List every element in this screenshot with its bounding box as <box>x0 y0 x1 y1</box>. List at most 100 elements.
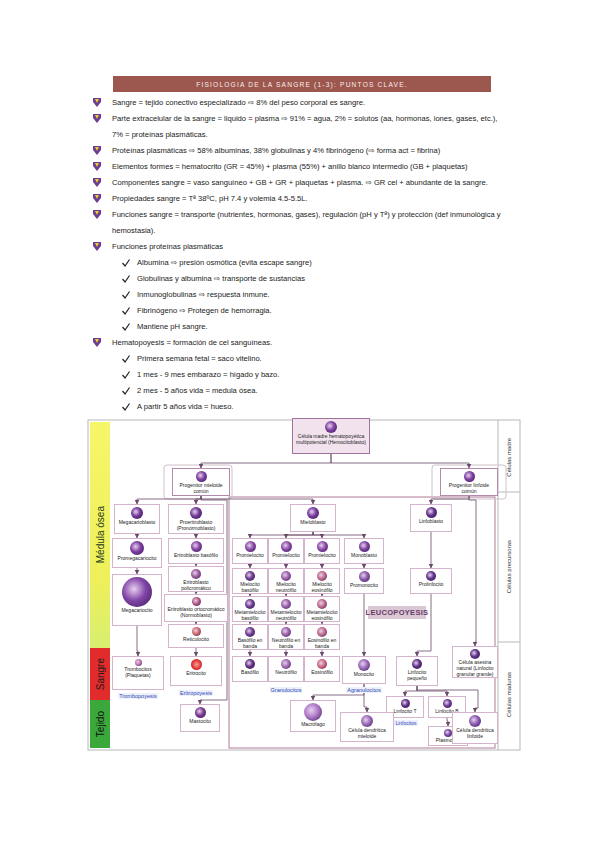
connector <box>196 496 201 504</box>
connector <box>447 718 448 726</box>
cell-label: Eosinófilo <box>311 670 333 676</box>
row-label: Células maduras <box>498 642 520 748</box>
cell-label: Basófilo en banda <box>234 638 266 650</box>
cell-icon <box>192 627 201 636</box>
sub-bullet-text: Fibrinógeno ⇨ Protegen de hemorragia. <box>137 306 272 315</box>
cell-icon <box>358 659 370 671</box>
cell-icon <box>130 541 144 555</box>
check-mark <box>123 356 130 363</box>
row-label-text: Células madre <box>506 438 512 477</box>
cell-icon <box>307 507 319 519</box>
bullet-icon <box>92 177 102 188</box>
check-icon <box>121 258 131 268</box>
group-label-text: Agranulocitos <box>346 687 381 693</box>
cell-box: Mielocito neutrófilo <box>268 568 304 594</box>
tissue-band: Sangre <box>90 648 110 700</box>
cell-box: Célula dendrítica mieloide <box>340 712 394 742</box>
cell-box: Célula dendrítica linfoide <box>452 712 498 744</box>
bullet-arrow <box>93 178 101 187</box>
sub-bullet-row: 1 mes - 9 mes embarazo = hígado y bazo. <box>88 367 505 383</box>
group-label: Eritropoyesis <box>168 689 224 696</box>
tissue-band: Tejido <box>90 700 110 748</box>
title-text: FISIOLOGIA DE LA SANGRE (1-3): PUNTOS CL… <box>196 81 408 88</box>
cell-icon <box>281 659 291 669</box>
bullet-text: Hematopoyesis = formación de cel sanguín… <box>112 338 272 347</box>
cell-icon <box>191 659 202 670</box>
cell-icon <box>281 599 291 609</box>
cell-label: Prolinfocito <box>419 582 444 588</box>
group-frame <box>164 465 232 499</box>
cell-label: Mielocito basófilo <box>234 582 266 594</box>
bullet-flash <box>95 99 99 103</box>
bullet-list: Sangre = tejido conectivo especializado … <box>88 95 505 415</box>
bullet-text: Elementos formes = hematocrito (GR = 45%… <box>112 162 468 171</box>
check-mark <box>123 324 130 331</box>
cell-label: Proeritroblasto (Pronormoblasto) <box>170 520 222 532</box>
cell-label: Progenitor mieloide común <box>174 483 228 495</box>
cell-label: Linfocito pequeño <box>398 670 436 682</box>
cell-label: Eritrocito <box>186 671 206 677</box>
cell-label: Eritroblasto basófilo <box>174 553 218 559</box>
cell-label: Célula madre hematopoyética multipotenci… <box>294 434 368 446</box>
cell-label: Mielocito eosinófilo <box>306 582 338 594</box>
sub-bullet-row: Primera semana fetal = saco vitelino. <box>88 351 505 367</box>
bullet-arrow <box>93 242 101 251</box>
cell-box: Eritrocito <box>170 656 222 686</box>
cell-icon <box>469 715 481 727</box>
sub-bullet-text: Inmunoglobulinas ⇨ respuesta inmune. <box>137 290 270 299</box>
bullet-text: Parte extracelular de la sangre = liquid… <box>112 114 497 139</box>
cell-label: Reticulocito <box>183 637 209 643</box>
cell-icon <box>426 571 436 581</box>
bullet-row: Hematopoyesis = formación de cel sanguín… <box>88 335 505 351</box>
cell-box: Linfoblasto <box>410 504 452 532</box>
group-label: Linfocitos <box>386 719 426 726</box>
bullet-flash <box>95 243 99 247</box>
cell-icon <box>195 707 206 718</box>
cell-icon <box>317 627 327 637</box>
bullet-flash <box>95 339 99 343</box>
cell-label: Eosinófilo en banda <box>306 638 338 650</box>
connector <box>201 454 331 468</box>
cell-icon <box>245 599 255 609</box>
cell-box: Mielocito eosinófilo <box>304 568 340 594</box>
cell-label: Mastocito <box>189 719 210 725</box>
cell-box: Eosinófilo en banda <box>304 624 340 650</box>
row-label-text: Células maduras <box>506 672 512 717</box>
group-label-text: Granulocitos <box>270 687 303 693</box>
cell-icon <box>192 597 201 606</box>
cell-label: Linfocito T <box>394 709 417 715</box>
cell-box: Megacarioblasto <box>114 504 160 534</box>
check-icon <box>121 306 131 316</box>
bullet-text: Componentes sangre = vaso sanguíneo + GB… <box>112 178 488 187</box>
cell-icon <box>444 729 452 737</box>
bullet-icon <box>92 145 102 156</box>
cell-box: Metamielocito eosinófilo <box>304 596 340 622</box>
row-label-text: Células precursoras <box>506 540 512 593</box>
bullet-row: Funciones sangre = transporte (nutriente… <box>88 207 505 239</box>
cell-label: Promielocito <box>308 553 336 559</box>
cell-label: Mieloblasto <box>300 520 325 526</box>
row-label: Células madre <box>498 422 520 492</box>
cell-box: Reticulocito <box>168 624 224 648</box>
cell-label: Monoblasto <box>351 553 377 559</box>
cell-box: Eritroblasto basófilo <box>168 538 224 564</box>
cell-box: Monoblasto <box>344 538 384 564</box>
connector <box>405 686 417 696</box>
cell-icon <box>464 471 475 482</box>
bullet-arrow <box>93 338 101 347</box>
cell-icon <box>245 627 255 637</box>
cell-label: Metamielocito basófilo <box>234 610 266 622</box>
bullet-icon <box>92 209 102 220</box>
bullet-flash <box>95 179 99 183</box>
sub-bullet-row: Albumina ⇨ presión osmótica (evita escap… <box>88 255 505 271</box>
connector <box>417 686 447 696</box>
connector <box>137 626 138 656</box>
group-label: Trombopoyesis <box>112 692 164 699</box>
sub-bullet-text: Albumina ⇨ presión osmótica (evita escap… <box>137 258 312 267</box>
check-mark <box>123 388 130 395</box>
bullet-flash <box>95 147 99 151</box>
bullet-arrow <box>93 114 101 123</box>
bullet-text: Funciones proteínas plasmáticas <box>112 242 223 251</box>
connector <box>137 496 201 504</box>
